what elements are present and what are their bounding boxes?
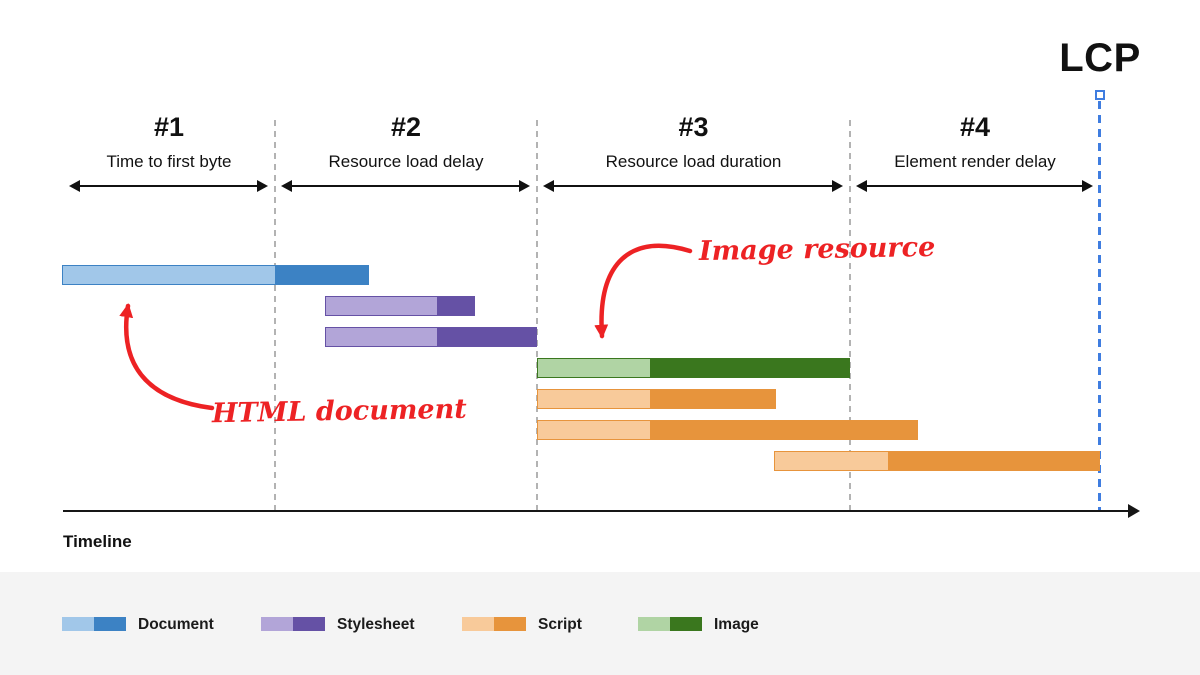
phase-span-arrow (543, 180, 843, 192)
script-bar-dark-segment (650, 421, 917, 439)
stylesheet-bar (325, 296, 475, 316)
phase-label: Element render delay (894, 152, 1056, 171)
lcp-dashed-line (1098, 101, 1101, 511)
script-bar-dark-segment (650, 390, 775, 408)
phase-boundary-dashed-line (274, 120, 276, 511)
legend-swatch-light-half (261, 617, 293, 631)
phase-span-arrow-line (859, 185, 1090, 187)
image-resource-arrow (594, 243, 693, 339)
phase-span-arrow (281, 180, 530, 192)
script-bar (537, 420, 918, 440)
lcp-marker-icon (1095, 90, 1105, 100)
timeline-axis-arrowhead-icon (1128, 504, 1140, 518)
phase-label: Resource load delay (328, 152, 484, 171)
timeline-axis (63, 510, 1129, 512)
stylesheet-bar-light-segment (326, 328, 437, 346)
legend-swatch-dark-half (293, 617, 325, 631)
stylesheet-bar-light-segment (326, 297, 437, 315)
image-resource-annotation: Image resource (698, 231, 936, 268)
phase-span-arrow (856, 180, 1093, 192)
phase-number: #4 (959, 112, 991, 142)
script-bar-dark-segment (888, 452, 1099, 470)
legend-swatch-image (638, 617, 702, 631)
document-bar-light-segment (63, 266, 275, 284)
image-bar-dark-segment (650, 359, 849, 377)
phase-span-arrow-line (546, 185, 840, 187)
phase-span-arrow-line (284, 185, 527, 187)
legend-swatch-light-half (62, 617, 94, 631)
legend-swatch-dark-half (494, 617, 526, 631)
legend-swatch-dark-half (670, 617, 702, 631)
phase-label: Resource load duration (605, 152, 782, 171)
document-bar-dark-segment (275, 266, 368, 284)
image-bar (537, 358, 850, 378)
stylesheet-bar-dark-segment (437, 297, 474, 315)
legend-swatch-dark-half (94, 617, 126, 631)
document-bar (62, 265, 369, 285)
phase-label: Time to first byte (106, 152, 232, 171)
phase-boundary-dashed-line (849, 120, 851, 511)
legend-swatch-script (462, 617, 526, 631)
script-bar-light-segment (538, 421, 650, 439)
timeline-axis-label: Timeline (63, 532, 132, 551)
lcp-title: LCP (1059, 36, 1141, 80)
legend-swatch-stylesheet (261, 617, 325, 631)
image-bar-light-segment (538, 359, 650, 377)
script-bar (774, 451, 1100, 471)
script-bar-light-segment (775, 452, 888, 470)
legend-swatch-light-half (462, 617, 494, 631)
phase-number: #2 (390, 112, 422, 142)
legend: Document Stylesheet Script Image (0, 572, 1200, 675)
legend-label: Image (714, 616, 759, 633)
phase-number: #1 (153, 112, 185, 142)
legend-label: Stylesheet (337, 616, 415, 633)
legend-swatch-light-half (638, 617, 670, 631)
html-document-arrow (119, 303, 215, 411)
legend-label: Document (138, 616, 214, 633)
phase-span-arrow-line (72, 185, 265, 187)
phase-span-arrow (69, 180, 268, 192)
script-bar (537, 389, 776, 409)
html-document-annotation: HTML document (211, 393, 467, 430)
stylesheet-bar (325, 327, 537, 347)
stylesheet-bar-dark-segment (437, 328, 536, 346)
phase-number: #3 (678, 112, 709, 142)
phase-boundary-dashed-line (536, 120, 538, 511)
legend-swatch-document (62, 617, 126, 631)
legend-label: Script (538, 616, 582, 633)
script-bar-light-segment (538, 390, 650, 408)
